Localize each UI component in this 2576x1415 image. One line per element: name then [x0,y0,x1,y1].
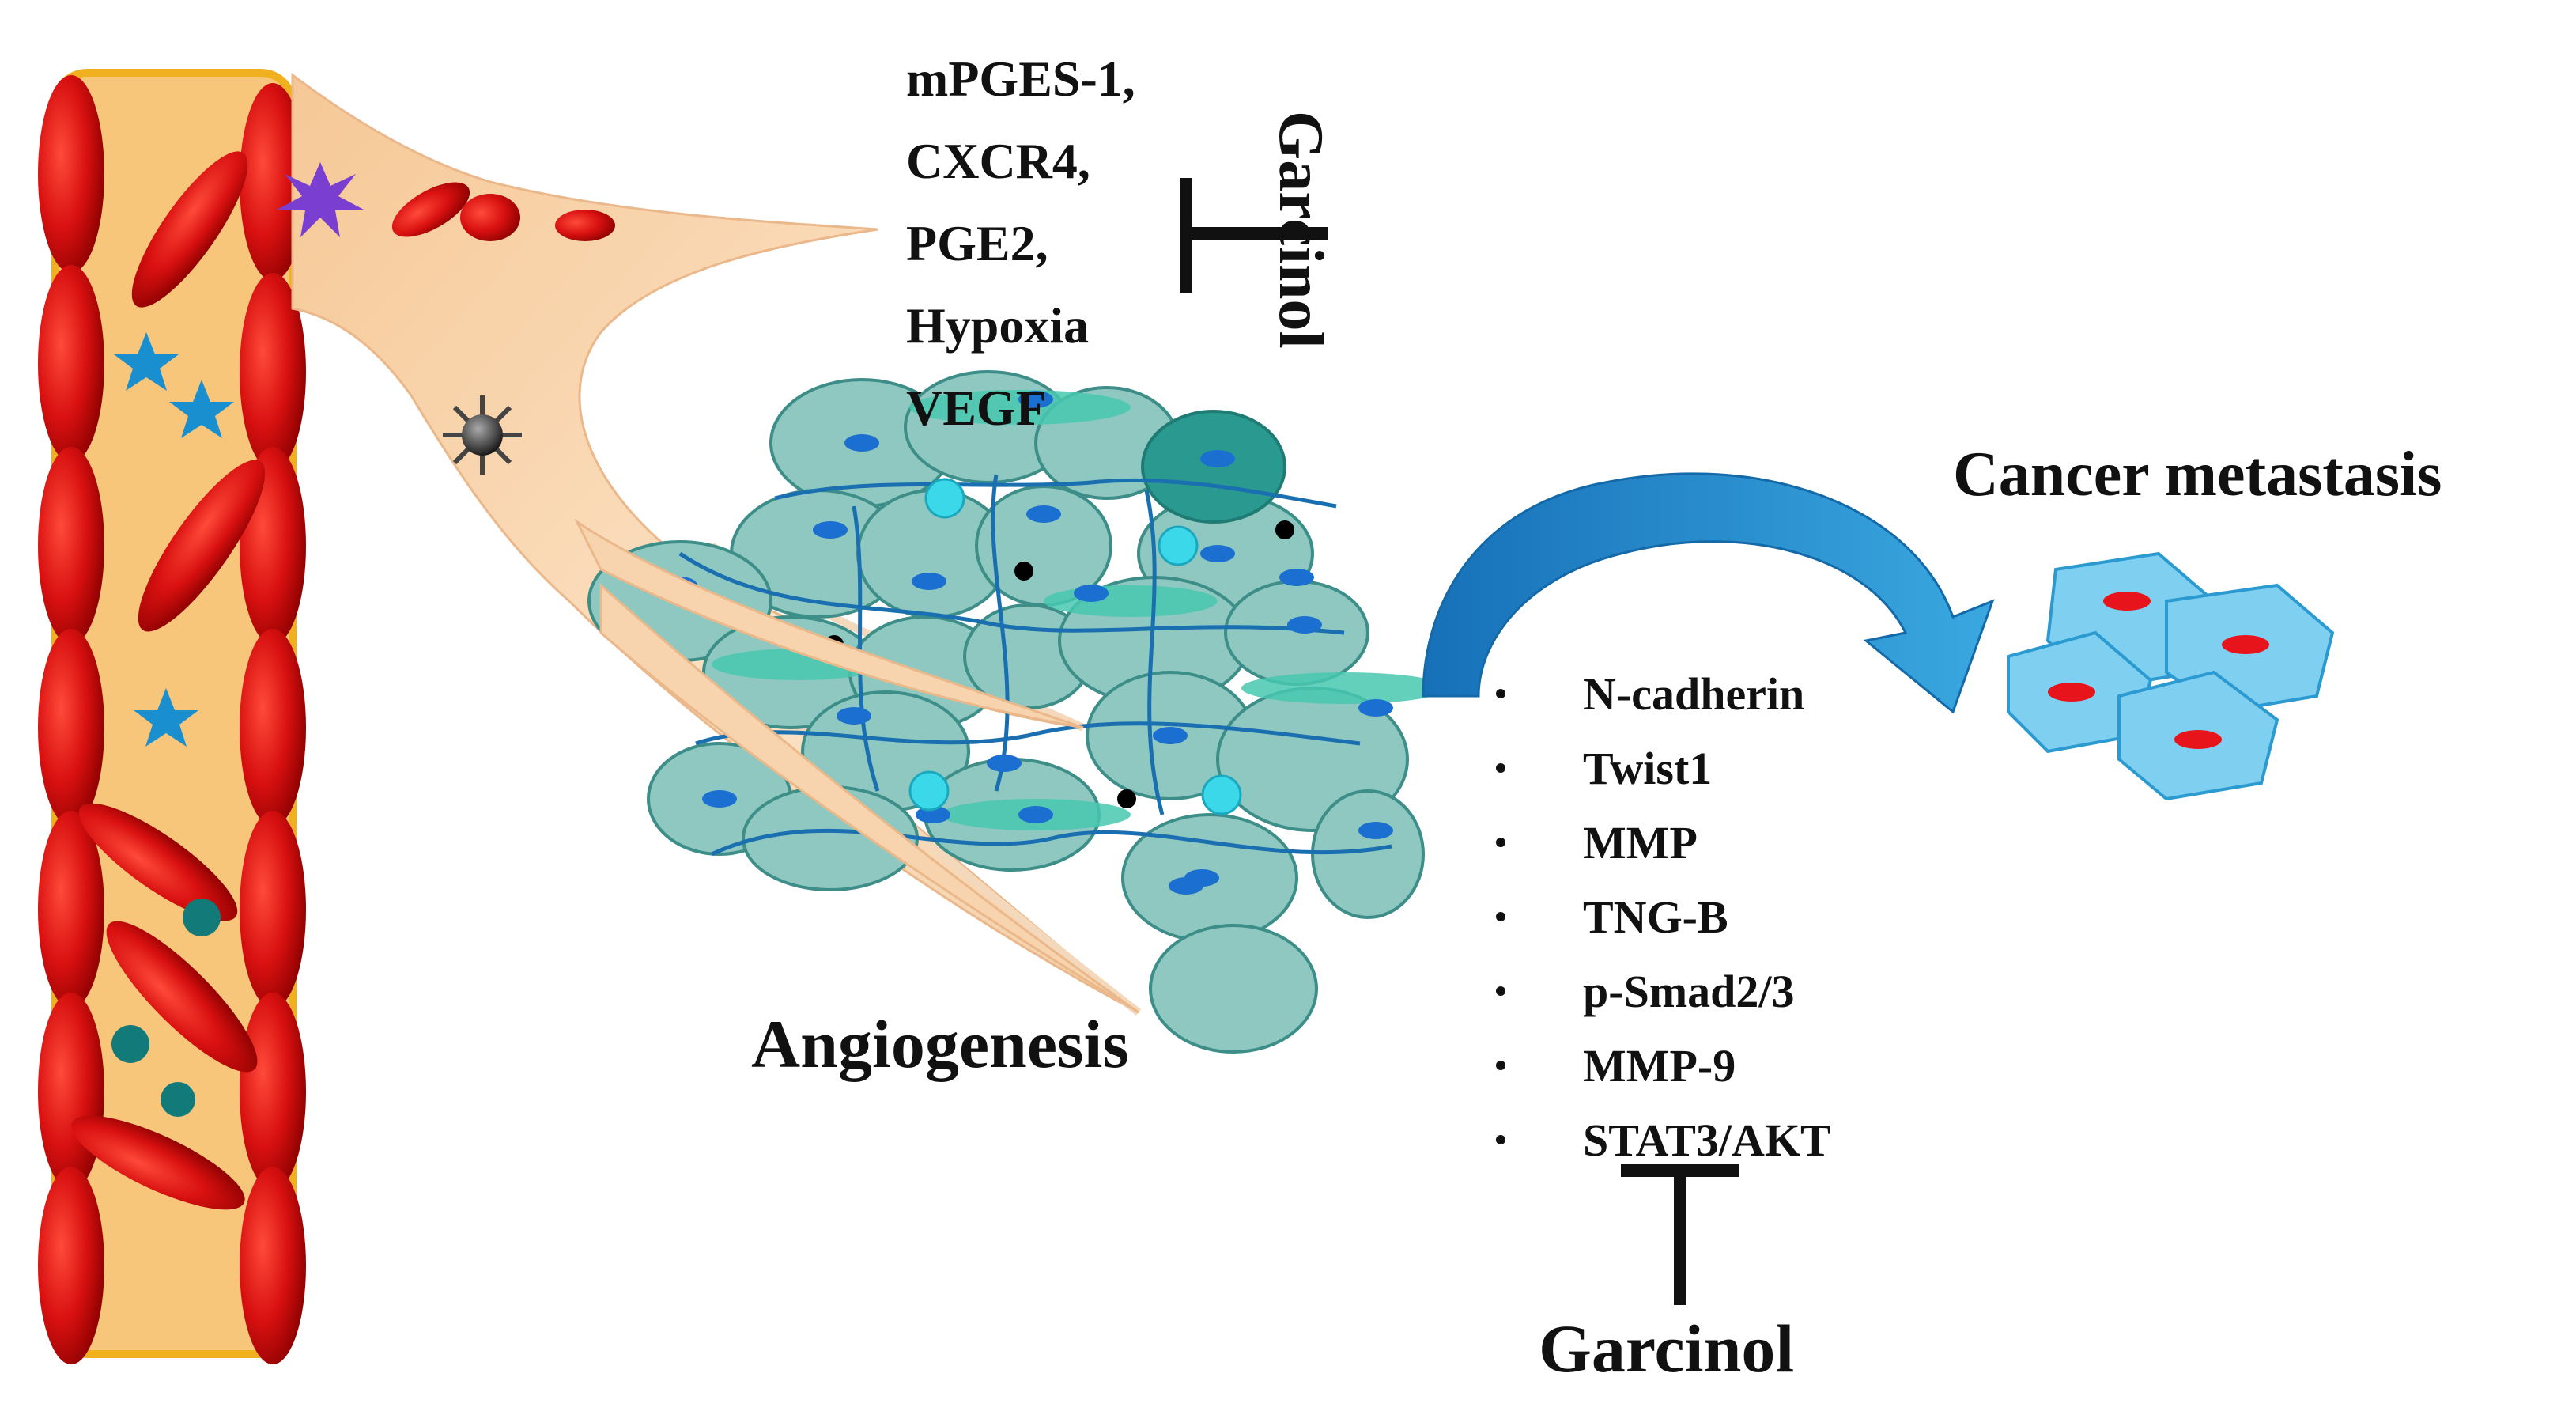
target-item: VEGF [906,380,1047,436]
sprout-red-cells [391,182,615,241]
blue-star-icons [114,332,234,747]
upstream-targets-list: mPGES-1, CXCR4, PGE2, Hypoxia VEGF [906,38,1135,449]
list-item: TNG-B [1496,880,1962,954]
garcinol-label-top: Garcinol [1266,111,1335,349]
garcinol-label-bottom: Garcinol [1539,1311,1795,1387]
black-immune-cell-icon [443,395,522,475]
cancer-metastasis-label: Cancer metastasis [1953,440,2442,509]
bullet-icon [1496,986,1505,996]
list-item: Twist1 [1496,731,1962,805]
bullet-icon [1496,912,1505,921]
teal-spiky-particle-icons [111,899,221,1117]
list-item: MMP [1496,805,1962,880]
list-item: MMP-9 [1496,1028,1962,1103]
bullet-icon [1496,763,1505,773]
inhibition-symbol-bottom [1621,1164,1739,1305]
bullet-icon [1496,1135,1505,1144]
metastatic-cell-cluster [2007,551,2335,801]
list-item: STAT3/AKT [1496,1103,1962,1177]
target-item: CXCR4, [906,133,1090,189]
tumor-cell-cluster [587,370,1447,1054]
red-blood-cells [38,75,306,1364]
target-item: PGE2, [906,215,1048,271]
emt-marker-list: N-cadherin Twist1 MMP TNG-B p-Smad2/3 MM… [1496,656,1962,1177]
bullet-icon [1496,1061,1505,1070]
list-item: N-cadherin [1496,656,1962,731]
inhibition-symbol-top [1180,178,1328,293]
purple-spiky-cell-icon [277,162,364,237]
bullet-icon [1496,689,1505,698]
sprout-prongs [574,518,1139,1014]
bullet-icon [1496,838,1505,847]
list-item: p-Smad2/3 [1496,954,1962,1028]
target-item: mPGES-1, [906,51,1135,107]
metastasis-arrow [1422,472,1995,714]
angiogenesis-label: Angiogenesis [751,1006,1129,1082]
target-item: Hypoxia [906,297,1090,354]
